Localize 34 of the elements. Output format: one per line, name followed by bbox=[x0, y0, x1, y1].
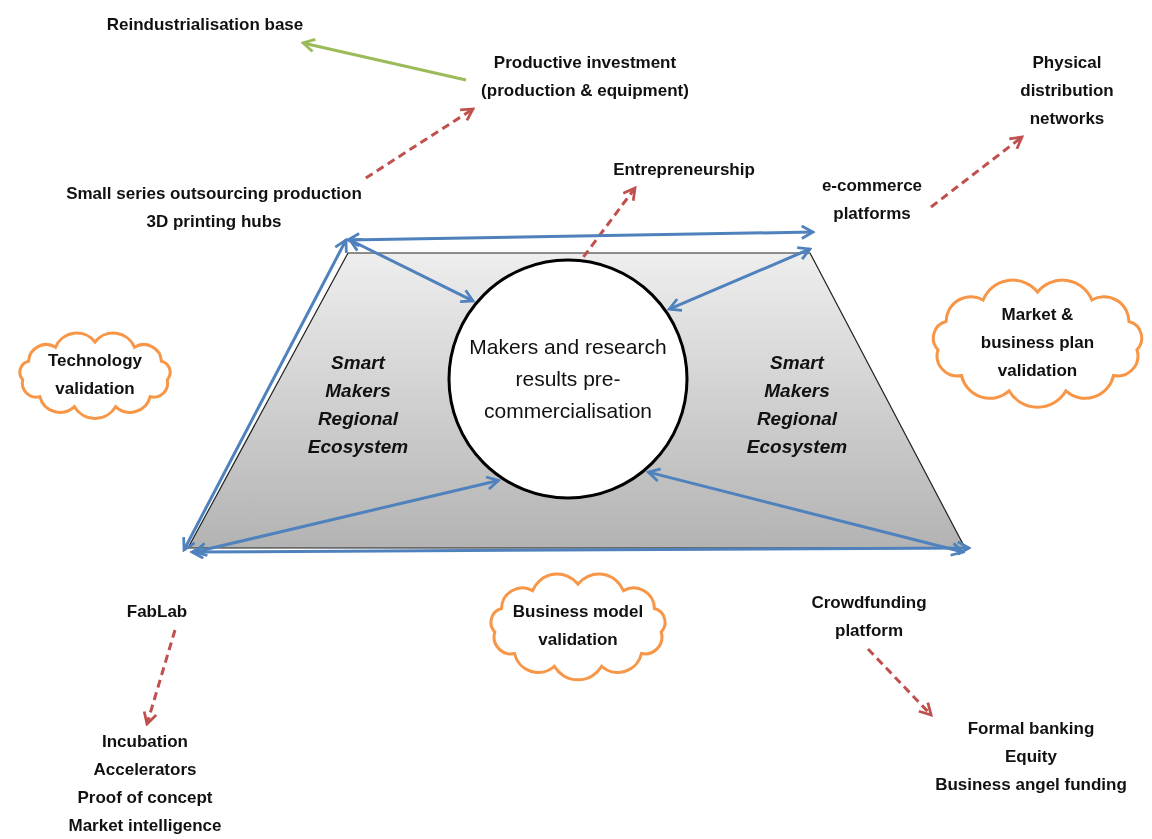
label: 3D printing hubs bbox=[145, 211, 283, 233]
label: Productive investment (production & equipment) bbox=[470, 49, 700, 105]
label: Entrepreneurship bbox=[613, 156, 755, 184]
double-arrow bbox=[646, 467, 965, 557]
label: Accelerators bbox=[92, 759, 198, 781]
double-arrow bbox=[348, 238, 475, 303]
cloud-label: Technology validation bbox=[46, 350, 144, 400]
ecosystem-label: Smart Makers Regional Ecosystem bbox=[745, 351, 849, 459]
ecosystem-label: Smart Makers Regional Ecosystem bbox=[306, 351, 410, 459]
arrow bbox=[365, 107, 475, 180]
label: Reindustrialisation base bbox=[106, 11, 304, 39]
arrow bbox=[142, 629, 177, 726]
double-arrow bbox=[190, 540, 971, 560]
label: Small series outsourcing production bbox=[66, 183, 362, 205]
cloud-label: Market & business plan validation bbox=[979, 303, 1096, 382]
arrow bbox=[866, 647, 933, 717]
label: Equity bbox=[1004, 746, 1058, 768]
label: Business angel funding bbox=[935, 774, 1127, 796]
label: Incubation bbox=[101, 731, 189, 753]
label: Market intelligence bbox=[68, 815, 222, 837]
circle-label: Makers and research results pre-commercialisation bbox=[468, 334, 668, 424]
double-arrow bbox=[667, 246, 812, 312]
arrow bbox=[930, 135, 1024, 209]
double-arrow bbox=[346, 224, 815, 248]
arrow bbox=[582, 186, 637, 258]
label: Physical distribution networks bbox=[1007, 49, 1127, 133]
double-arrow bbox=[182, 238, 348, 552]
label: FabLab bbox=[126, 598, 188, 626]
arrow bbox=[301, 38, 467, 82]
label: e-commerce platforms bbox=[817, 172, 927, 228]
label: Formal banking bbox=[966, 718, 1096, 740]
label: Proof of concept bbox=[76, 787, 214, 809]
label: Crowdfunding platform bbox=[799, 589, 939, 645]
cloud-label: Business model validation bbox=[511, 601, 645, 651]
